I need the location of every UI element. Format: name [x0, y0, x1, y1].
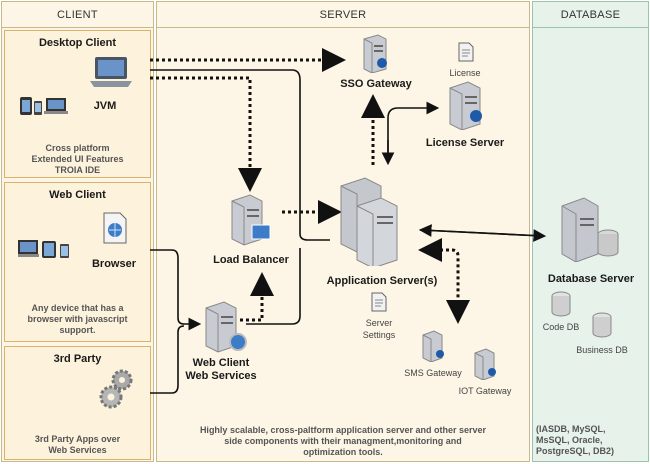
sms-gateway-label: SMS Gateway	[404, 368, 462, 378]
edge-thirdparty-webservices	[150, 325, 185, 394]
application-servers-label: Application Server(s)	[326, 275, 438, 287]
laptop-icon	[90, 57, 132, 87]
desktop-desc-line1: Cross platform	[45, 143, 110, 153]
database-server-label: Database Server	[547, 273, 635, 285]
third-desc-line1: 3rd Party Apps over	[34, 434, 121, 444]
server-settings-line1: Server	[365, 318, 393, 328]
license-file-icon	[458, 42, 474, 62]
database-server-icon	[561, 197, 619, 262]
browser-page-icon	[103, 212, 127, 244]
sms-gateway-icon	[422, 330, 444, 362]
edge-browser-webservices	[150, 249, 202, 331]
db-desc-line3: PostgreSQL, DB2)	[536, 446, 615, 456]
edge-webservices-lb	[240, 272, 274, 322]
server-desc-line1: Highly scalable, cross-paltform applicat…	[199, 425, 487, 435]
third-desc-line2: Web Services	[48, 445, 107, 455]
server-zone-title: SERVER	[157, 2, 529, 28]
client-zone-title: CLIENT	[2, 2, 153, 28]
desktop-desc-line2: Extended UI Features	[31, 154, 124, 164]
license-server-label: License Server	[425, 137, 505, 149]
sso-gateway-label: SSO Gateway	[340, 78, 412, 90]
license-label: License	[449, 68, 481, 78]
desktop-desc-line3: TROIA IDE	[54, 165, 101, 175]
web-desc-line1: Any device that has a	[31, 303, 124, 313]
server-settings-file-icon	[371, 292, 387, 312]
devices-icon-web	[18, 240, 69, 258]
edge-app-license	[387, 101, 440, 155]
web-services-line1: Web Client	[192, 357, 250, 369]
license-server-icon	[449, 81, 482, 130]
web-services-server-icon	[205, 301, 247, 353]
edge-desktop-app	[150, 69, 330, 241]
db-desc-line1: (IASDB, MySQL,	[536, 424, 606, 434]
iot-gateway-label: IOT Gateway	[458, 386, 512, 396]
business-db-label: Business DB	[576, 345, 628, 355]
web-desc-line3: support.	[59, 325, 96, 335]
desktop-client-title: Desktop Client	[38, 37, 116, 49]
web-desc-line2: browser with javascript	[27, 314, 128, 324]
server-desc-line3: optimization tools.	[303, 447, 383, 457]
business-db-icon	[592, 312, 612, 338]
devices-icon	[20, 97, 68, 115]
third-party-title: 3rd Party	[53, 353, 102, 365]
db-desc-line2: MsSQL, Oracle,	[536, 435, 603, 445]
code-db-label: Code DB	[542, 322, 580, 332]
third-party-card	[4, 346, 151, 460]
load-balancer-icon	[231, 194, 271, 246]
edge-desktop-lb	[150, 76, 262, 192]
code-db-icon	[551, 291, 571, 317]
web-client-title: Web Client	[49, 189, 106, 201]
gears-icon	[99, 369, 133, 409]
jvm-label: JVM	[93, 100, 117, 112]
server-desc-line2: side components with their managment,mon…	[224, 436, 462, 446]
edge-app-gateways	[422, 248, 470, 324]
edge-webservices-app	[246, 248, 301, 325]
load-balancer-label: Load Balancer	[213, 254, 289, 266]
database-zone-title: DATABASE	[533, 2, 648, 28]
web-client-card	[4, 182, 151, 342]
application-servers-icon	[340, 177, 398, 266]
web-services-line2: Web Services	[185, 370, 257, 382]
server-settings-line2: Settings	[362, 330, 396, 340]
sso-gateway-server-icon	[363, 34, 387, 73]
browser-label: Browser	[91, 258, 137, 270]
iot-gateway-icon	[474, 348, 496, 380]
